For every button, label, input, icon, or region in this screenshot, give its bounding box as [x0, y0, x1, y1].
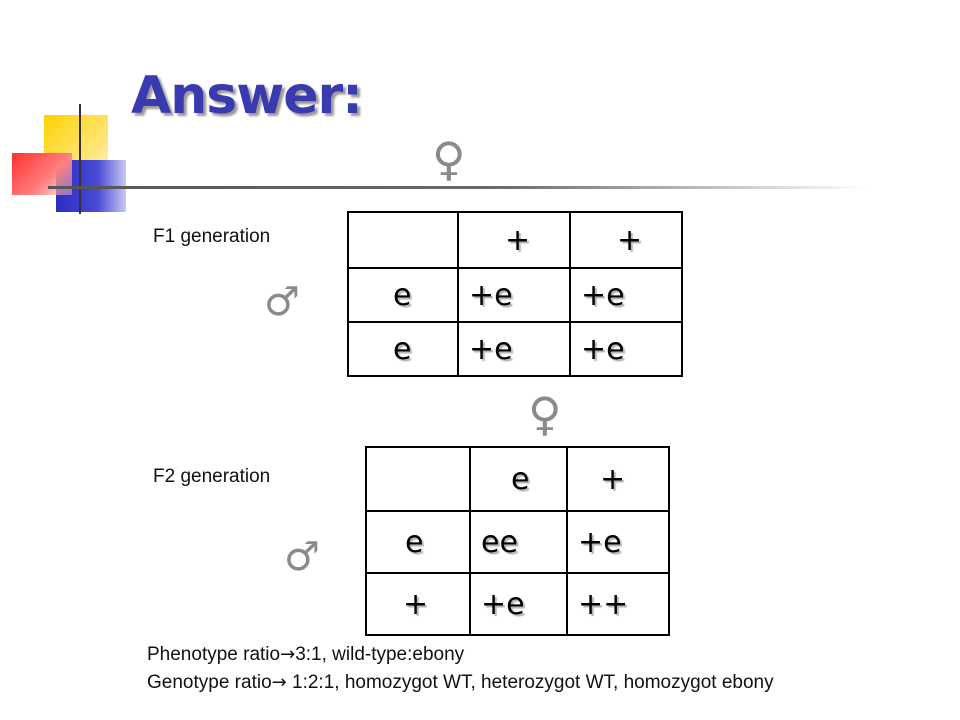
title-rule: [48, 186, 868, 189]
f1-header-corner: [347, 211, 459, 269]
female-symbol-icon: ♀: [528, 387, 562, 441]
f2-genotype-cell: ++: [566, 572, 670, 636]
table-row: e +: [365, 446, 670, 512]
f1-genotype-cell: +e: [569, 267, 683, 323]
arrow-right-icon: →: [271, 672, 287, 693]
f1-row-allele: e: [347, 321, 459, 377]
table-row: e +e +e: [347, 321, 683, 377]
f2-header-corner: [365, 446, 471, 512]
table-row: + +: [347, 211, 683, 269]
f1-genotype-cell: +e: [457, 321, 571, 377]
genotype-ratio-line: Genotype ratio→ 1:2:1, homozygot WT, het…: [147, 672, 774, 694]
genotype-ratio-value: 1:2:1, homozygot WT, heterozygot WT, hom…: [286, 672, 774, 693]
f1-punnett-square: + + e +e +e e +e +e: [347, 211, 683, 377]
table-row: + +e ++: [365, 572, 670, 636]
phenotype-ratio-value: 3:1, wild-type:ebony: [295, 644, 465, 665]
f2-header-allele: +: [566, 446, 670, 512]
f1-header-allele: +: [457, 211, 571, 269]
table-row: e +e +e: [347, 267, 683, 323]
genotype-ratio-label: Genotype ratio: [147, 672, 272, 693]
female-symbol-icon: ♀: [432, 132, 466, 186]
phenotype-ratio-line: Phenotype ratio→3:1, wild-type:ebony: [147, 644, 464, 666]
f2-genotype-cell: +e: [469, 572, 568, 636]
male-symbol-icon: ♂: [264, 279, 300, 325]
f2-punnett-square: e + e ee +e + +e ++: [365, 446, 670, 636]
table-row: e ee +e: [365, 510, 670, 574]
f2-generation-label: F2 generation: [153, 466, 271, 487]
f2-row-allele: +: [365, 572, 471, 636]
slide-title: Answer:: [131, 66, 363, 126]
f2-genotype-cell: ee: [469, 510, 568, 574]
f1-genotype-cell: +e: [457, 267, 571, 323]
f1-header-allele: +: [569, 211, 683, 269]
f2-row-allele: e: [365, 510, 471, 574]
arrow-right-icon: →: [280, 644, 296, 665]
deco-vertical-line: [79, 104, 81, 214]
f1-generation-label: F1 generation: [153, 226, 271, 247]
f2-genotype-cell: +e: [566, 510, 670, 574]
phenotype-ratio-label: Phenotype ratio: [147, 644, 281, 665]
f2-header-allele: e: [469, 446, 568, 512]
f1-row-allele: e: [347, 267, 459, 323]
f1-genotype-cell: +e: [569, 321, 683, 377]
male-symbol-icon: ♂: [284, 534, 320, 580]
